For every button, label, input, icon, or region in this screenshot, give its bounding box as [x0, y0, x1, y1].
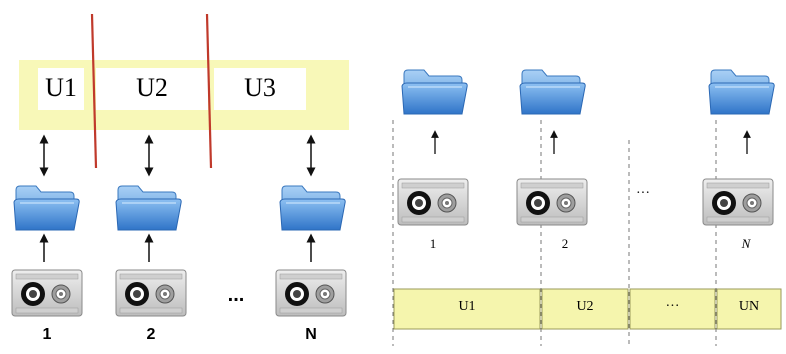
segment-u1: [393, 288, 541, 330]
segment-label-un: UN: [738, 299, 760, 314]
volume-label-u3: U3: [244, 73, 276, 102]
volume-label-u1: U1: [45, 73, 77, 102]
cassette-tape-icon: [702, 178, 774, 226]
divider-line-1: [90, 13, 98, 169]
segment-label-u1: U1: [458, 299, 476, 314]
cassette-tape-icon: [516, 178, 588, 226]
cassette-tape-icon: [275, 269, 347, 317]
folder-icon: [519, 69, 586, 115]
volume-label-u2: U2: [136, 73, 168, 102]
folder-icon: [279, 185, 346, 231]
tape-label-n: N: [741, 236, 751, 251]
left-panel: [11, 13, 349, 317]
volume-box-u3: [214, 68, 306, 110]
tape-label-2: 2: [146, 326, 156, 343]
segment-un: [716, 288, 782, 330]
segment-label-ellipsis: ···: [665, 299, 680, 314]
folder-icon: [13, 185, 80, 231]
volume-box-u1: [38, 68, 84, 110]
cassette-tape-icon: [397, 178, 469, 226]
folder-icon: [708, 69, 775, 115]
tape-label-n: N: [305, 326, 317, 343]
cassette-tape-icon: [115, 269, 187, 317]
tape-ellipsis: ...: [227, 284, 245, 306]
folder-icon: [115, 185, 182, 231]
segment-u2: [541, 288, 629, 330]
segment-ellipsis: [629, 288, 716, 330]
tape-label-2: 2: [561, 236, 569, 251]
tape-ellipsis: ···: [636, 186, 650, 201]
tape-separators: [392, 120, 717, 346]
segment-label-u2: U2: [576, 299, 594, 314]
cassette-tape-icon: [11, 269, 83, 317]
folder-icon: [401, 69, 468, 115]
tape-label-1: 1: [429, 236, 437, 251]
right-panel: [392, 69, 782, 346]
tape-label-1: 1: [42, 326, 52, 343]
volume-box-u2: [96, 68, 208, 110]
divider-line-2: [205, 13, 213, 169]
